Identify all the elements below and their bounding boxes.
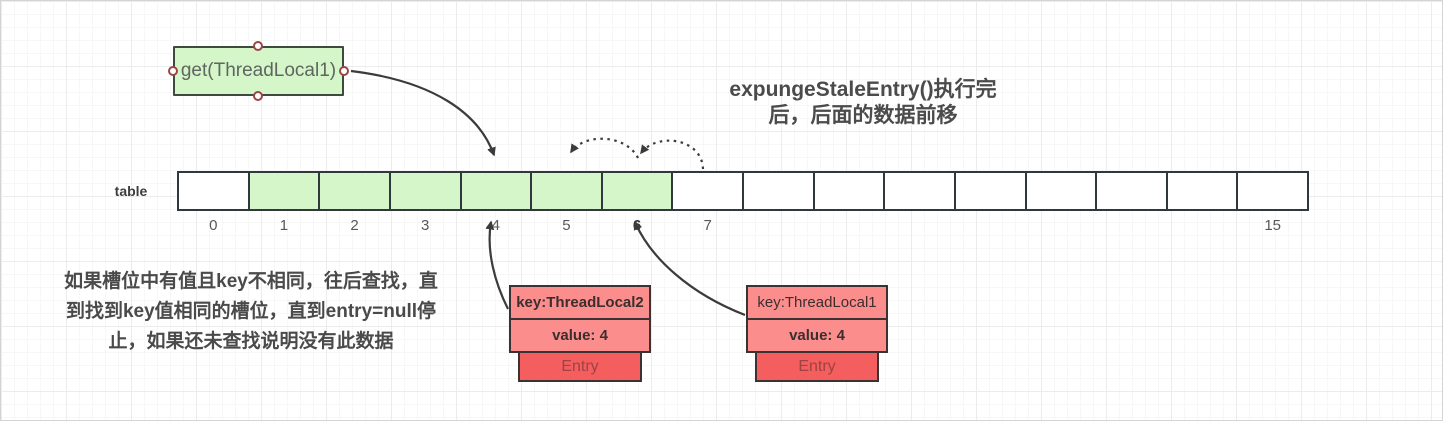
- table-slot-13[interactable]: [1097, 173, 1168, 209]
- entry-value-label: value: 4: [552, 327, 608, 344]
- table-slot-11[interactable]: [955, 173, 1027, 209]
- selection-handle-right[interactable]: [339, 66, 349, 76]
- slot-index-label: 2: [350, 217, 359, 234]
- diagram-title: expungeStaleEntry()执行完 后，后面的数据前移: [729, 78, 997, 128]
- table-slot-7[interactable]: 7: [673, 173, 744, 234]
- entry-key-label: key:ThreadLocal2: [516, 294, 644, 311]
- entry-stack-threadlocal2: key:ThreadLocal2 value: 4 Entry: [509, 285, 651, 382]
- selection-handle-bottom[interactable]: [253, 91, 263, 101]
- arrow-entry2-to-slot4: [485, 220, 509, 310]
- table-slot-15[interactable]: 15: [1238, 173, 1307, 234]
- slot-index-label: 7: [703, 217, 712, 234]
- table-label: table: [114, 183, 148, 199]
- table-slot-0[interactable]: 0: [179, 173, 250, 234]
- arrow-entry1-to-slot6: [633, 220, 746, 317]
- entry-footer-label: Entry: [798, 357, 836, 375]
- table-slot-4[interactable]: 4: [461, 173, 533, 234]
- slot-index-label: 3: [421, 217, 430, 234]
- dotted-arc-slot7-to-slot6: [640, 139, 705, 170]
- dotted-arc-slot6-to-slot5: [570, 137, 639, 159]
- table-slot-10[interactable]: [885, 173, 956, 209]
- entry-key-label: key:ThreadLocal1: [757, 294, 877, 311]
- get-box-label: get(ThreadLocal1): [180, 60, 337, 81]
- slot-index-label: 15: [1264, 217, 1282, 234]
- table-slot-2[interactable]: 2: [320, 173, 391, 234]
- entry-footer-cell[interactable]: Entry: [755, 351, 879, 382]
- entry-key-cell[interactable]: key:ThreadLocal1: [746, 285, 888, 320]
- entry-value-cell[interactable]: value: 4: [746, 318, 888, 353]
- entry-key-cell[interactable]: key:ThreadLocal2: [509, 285, 651, 320]
- slot-index-label: 6: [632, 217, 642, 234]
- entry-value-label: value: 4: [789, 327, 845, 344]
- entry-value-cell[interactable]: value: 4: [509, 318, 651, 353]
- table-slot-5[interactable]: 5: [532, 173, 603, 234]
- entry-stack-threadlocal1: key:ThreadLocal1 value: 4 Entry: [746, 285, 888, 382]
- table-slot-9[interactable]: [814, 173, 886, 209]
- table-slot-14[interactable]: [1167, 173, 1239, 209]
- entry-footer-label: Entry: [561, 357, 599, 375]
- slot-index-label: 4: [491, 217, 500, 234]
- slot-index-label: 0: [209, 217, 218, 234]
- slot-index-label: 1: [279, 217, 289, 234]
- table-slot-1[interactable]: 1: [249, 173, 321, 234]
- table-slot-3[interactable]: 3: [390, 173, 462, 234]
- table-slot-6[interactable]: 6: [602, 173, 674, 234]
- entry-footer-cell[interactable]: Entry: [518, 351, 642, 382]
- slot-index-label: 5: [562, 217, 571, 234]
- note-text: 如果槽位中有值且key不相同，往后查找，直 到找到key值相同的槽位，直到ent…: [64, 271, 438, 353]
- get-threadlocal-box[interactable]: get(ThreadLocal1): [173, 46, 344, 96]
- table-slot-12[interactable]: [1026, 173, 1098, 209]
- selection-handle-left[interactable]: [168, 66, 178, 76]
- table-array: 0 1 2 3 4 5 6 7 15: [177, 171, 1309, 234]
- table-slot-8[interactable]: [744, 173, 815, 209]
- selection-handle-top[interactable]: [253, 41, 263, 51]
- arrow-get-to-slot4: [350, 69, 496, 157]
